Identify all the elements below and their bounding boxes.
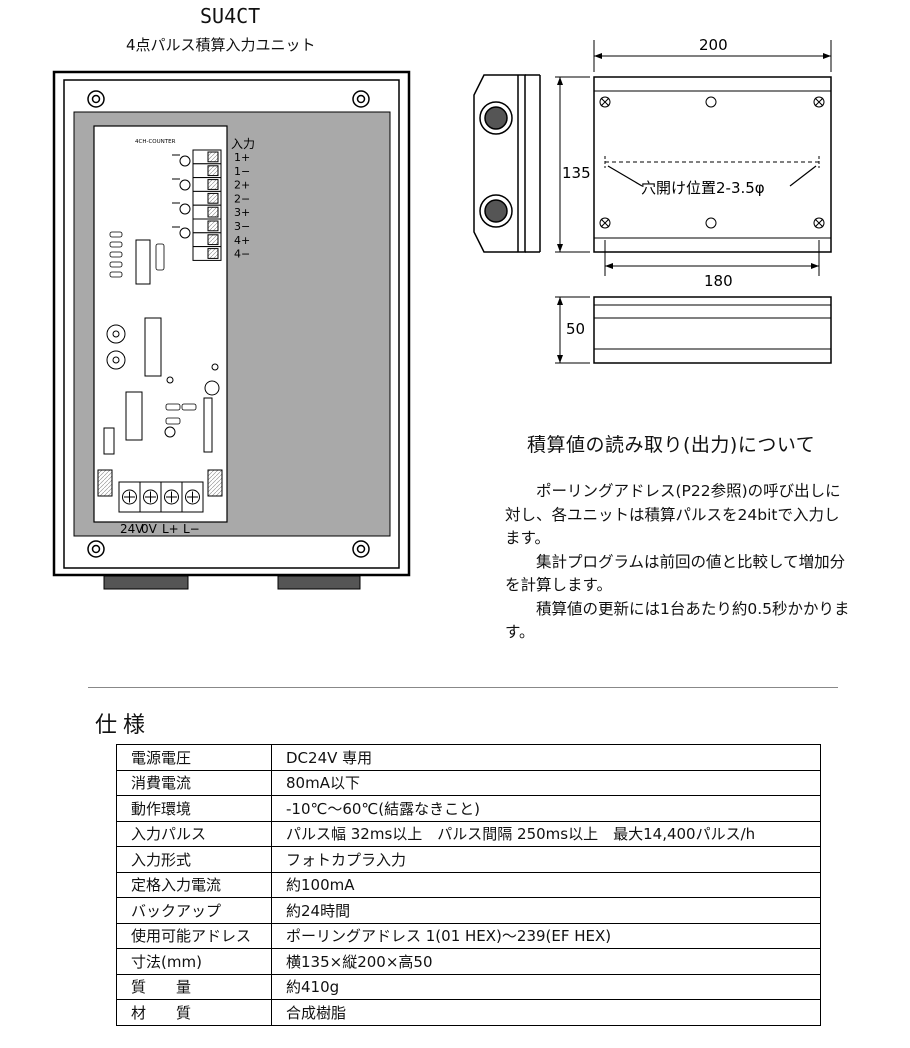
hole-note (607, 165, 817, 187)
input-terminal-block (192, 149, 222, 261)
board-label: 4CH-COUNTER (135, 139, 176, 145)
terminal-screw (207, 248, 219, 259)
spec-title: 仕様 (95, 713, 152, 738)
reading-paragraph: 集計プログラムは前回の値と比較して増加分を計算します。 (505, 552, 846, 595)
spec-key: 入力形式 (116, 846, 272, 873)
spec-value: 約24時間 (271, 897, 821, 924)
spec-key: 使用可能アドレス (116, 922, 272, 949)
dim-width: 200 (699, 36, 728, 54)
terminal-screw (207, 179, 219, 190)
input-label: 3− (234, 220, 250, 233)
spec-key: バックアップ (116, 897, 272, 924)
terminal-screw (207, 206, 219, 218)
input-label: 1+ (234, 151, 250, 164)
input-label: 4+ (234, 234, 250, 247)
table-row: 材 質合成樹脂 (116, 999, 821, 1026)
pcb-board: 4CH-COUNTER 入力 1+1−2+2−3+3−4+4− (93, 125, 255, 536)
section-divider (88, 687, 838, 688)
input-label: 3+ (234, 206, 250, 219)
power-terminal-label: 0V (141, 522, 158, 536)
spec-key: 電源電圧 (116, 744, 272, 771)
terminal-screw (207, 151, 219, 163)
dim-hole-pitch: 180 (704, 272, 733, 290)
spec-key: 寸法(mm) (116, 948, 272, 975)
power-terminal-block (118, 481, 204, 513)
screw-icon (87, 90, 370, 558)
reading-paragraph: 積算値の更新には1台あたり約0.5秒かかります。 (505, 599, 850, 642)
spec-value: 横135×縦200×高50 (271, 948, 821, 975)
enclosure-profile-view (593, 296, 832, 364)
spec-value: パルス幅 32ms以上 パルス間隔 250ms以上 最大14,400パルス/h (271, 820, 821, 847)
power-terminal-label: L− (183, 522, 200, 536)
input-labels: 1+1−2+2−3+3−4+4− (234, 151, 250, 261)
spec-value: フォトカプラ入力 (271, 846, 821, 873)
table-row: 入力形式フォトカプラ入力 (116, 846, 821, 873)
input-label: 4− (234, 248, 250, 261)
spec-value: 約410g (271, 973, 821, 1000)
spec-value: 約100mA (271, 871, 821, 898)
table-row: 寸法(mm)横135×縦200×高50 (116, 948, 821, 975)
spec-key: 質 量 (116, 973, 272, 1000)
spec-key: 定格入力電流 (116, 871, 272, 898)
terminal-screw (207, 234, 219, 246)
input-label: 2+ (234, 179, 250, 192)
hole-note-text: 穴開け位置2-3.5φ (641, 179, 765, 197)
model-subtitle: 4点パルス積算入力ユニット (126, 36, 316, 54)
terminal-screw (207, 165, 219, 177)
input-title: 入力 (231, 137, 255, 151)
table-row: 使用可能アドレスポーリングアドレス 1(01 HEX)～239(EF HEX) (116, 922, 821, 949)
spec-value: -10℃～60℃(結露なきこと) (271, 795, 821, 822)
table-row: 質 量約410g (116, 973, 821, 1000)
table-row: 入力パルスパルス幅 32ms以上 パルス間隔 250ms以上 最大14,400パ… (116, 820, 821, 847)
enclosure-side-view (473, 74, 541, 253)
input-label: 1− (234, 165, 250, 178)
table-row: 動作環境-10℃～60℃(結露なきこと) (116, 795, 821, 822)
dim-height: 135 (562, 164, 591, 182)
reading-paragraph: ポーリングアドレス(P22参照)の呼び出しに対し、各ユニットは積算パルスを24b… (505, 482, 841, 547)
spec-value: DC24V 専用 (271, 744, 821, 771)
enclosure-top-view (593, 76, 832, 253)
model-title: SU4CT (200, 4, 261, 28)
spec-key: 消費電流 (116, 769, 272, 796)
spec-key: 入力パルス (116, 820, 272, 847)
spec-value: 合成樹脂 (271, 999, 821, 1026)
terminal-screw (207, 192, 219, 204)
power-terminal-label: 24V (120, 522, 144, 536)
spec-key: 動作環境 (116, 795, 272, 822)
spec-value: 80mA以下 (271, 769, 821, 796)
terminal-screw (207, 220, 219, 232)
table-row: 定格入力電流約100mA (116, 871, 821, 898)
spec-value: ポーリングアドレス 1(01 HEX)～239(EF HEX) (271, 922, 821, 949)
input-label: 2− (234, 192, 250, 205)
reading-title: 積算値の読み取り(出力)について (527, 434, 816, 456)
power-terminal-label: L+ (162, 522, 179, 536)
table-row: バックアップ約24時間 (116, 897, 821, 924)
dim-depth: 50 (566, 320, 585, 338)
reading-description: ポーリングアドレス(P22参照)の呼び出しに対し、各ユニットは積算パルスを24b… (505, 480, 850, 645)
spec-key: 材 質 (116, 999, 272, 1026)
unit-diagram: 4CH-COUNTER 入力 1+1−2+2−3+3−4+4− (52, 36, 832, 590)
